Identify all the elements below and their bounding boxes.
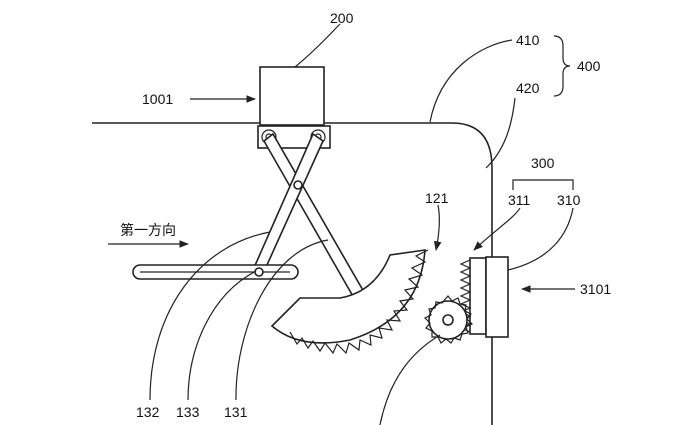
leader-132 xyxy=(149,231,271,401)
leader-311 xyxy=(473,207,521,251)
leader-310 xyxy=(507,207,574,271)
label-1001: 1001 xyxy=(142,91,173,107)
cross-pivot xyxy=(293,180,303,190)
label-310: 310 xyxy=(557,192,581,208)
leader-420 xyxy=(485,97,516,169)
component-200-block xyxy=(259,66,325,126)
gear-teeth xyxy=(423,295,474,344)
leader-gear xyxy=(379,334,441,425)
gear-hub xyxy=(442,314,454,326)
label-131: 131 xyxy=(224,404,248,420)
rail-pivot xyxy=(254,267,264,277)
label-200: 200 xyxy=(330,10,354,26)
bracket-300 xyxy=(512,179,574,190)
rack-311 xyxy=(469,257,487,335)
label-first-direction: 第一方向 xyxy=(120,222,176,238)
label-410: 410 xyxy=(516,32,540,48)
label-121: 121 xyxy=(425,190,449,206)
leader-410 xyxy=(429,39,513,123)
arc-rack-teeth xyxy=(289,249,429,355)
label-133: 133 xyxy=(176,404,200,420)
leader-131 xyxy=(235,239,329,401)
brace-400 xyxy=(553,35,571,97)
label-3101: 3101 xyxy=(580,281,611,297)
leader-121 xyxy=(433,204,442,251)
label-300: 300 xyxy=(531,155,555,171)
label-311: 311 xyxy=(508,192,531,208)
label-420: 420 xyxy=(516,80,540,96)
leader-133 xyxy=(187,270,257,401)
label-132: 132 xyxy=(136,404,160,420)
block-3101 xyxy=(485,256,509,338)
housing-outline xyxy=(92,122,493,425)
label-400: 400 xyxy=(577,58,601,74)
leader-200 xyxy=(294,23,341,68)
